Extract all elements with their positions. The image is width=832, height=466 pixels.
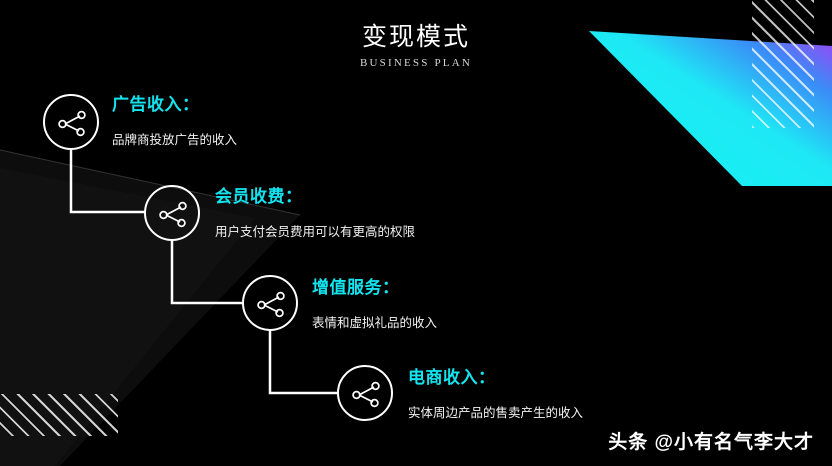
watermark-text: 头条 @小有名气李大才 bbox=[608, 432, 814, 453]
slide-title-block: 变现模式 BUSINESS PLAN bbox=[0, 22, 832, 69]
revenue-item-4-description: 实体周边产品的售卖产生的收入 bbox=[408, 406, 584, 420]
revenue-item-2: 会员收费： 用户支付会员费用可以有更高的权限 bbox=[215, 182, 415, 240]
diagonal-stripes-bottom-left bbox=[0, 394, 118, 436]
share-network-icon bbox=[352, 381, 380, 408]
revenue-item-2-description: 用户支付会员费用可以有更高的权限 bbox=[215, 225, 416, 239]
revenue-item-3: 增值服务： 表情和虚拟礼品的收入 bbox=[312, 273, 437, 331]
page-subtitle: BUSINESS PLAN bbox=[359, 57, 473, 70]
revenue-item-1-heading: 广告收入： bbox=[112, 95, 200, 114]
revenue-item-2-heading: 会员收费： bbox=[215, 187, 303, 206]
revenue-item-1-description: 品牌商投放广告的收入 bbox=[112, 133, 238, 147]
node-circle-1 bbox=[43, 94, 99, 150]
revenue-item-4-heading: 电商收入： bbox=[408, 368, 496, 387]
node-circle-4 bbox=[337, 365, 393, 421]
page-title: 变现模式 bbox=[361, 23, 470, 51]
share-network-icon bbox=[257, 291, 285, 318]
revenue-item-4: 电商收入： 实体周边产品的售卖产生的收入 bbox=[408, 363, 583, 421]
share-network-icon bbox=[58, 110, 86, 137]
revenue-item-1: 广告收入： 品牌商投放广告的收入 bbox=[112, 90, 237, 148]
node-circle-3 bbox=[242, 275, 298, 331]
node-circle-2 bbox=[144, 185, 200, 241]
revenue-item-3-description: 表情和虚拟礼品的收入 bbox=[312, 316, 438, 330]
revenue-item-3-heading: 增值服务： bbox=[312, 278, 400, 297]
share-network-icon bbox=[159, 201, 187, 228]
